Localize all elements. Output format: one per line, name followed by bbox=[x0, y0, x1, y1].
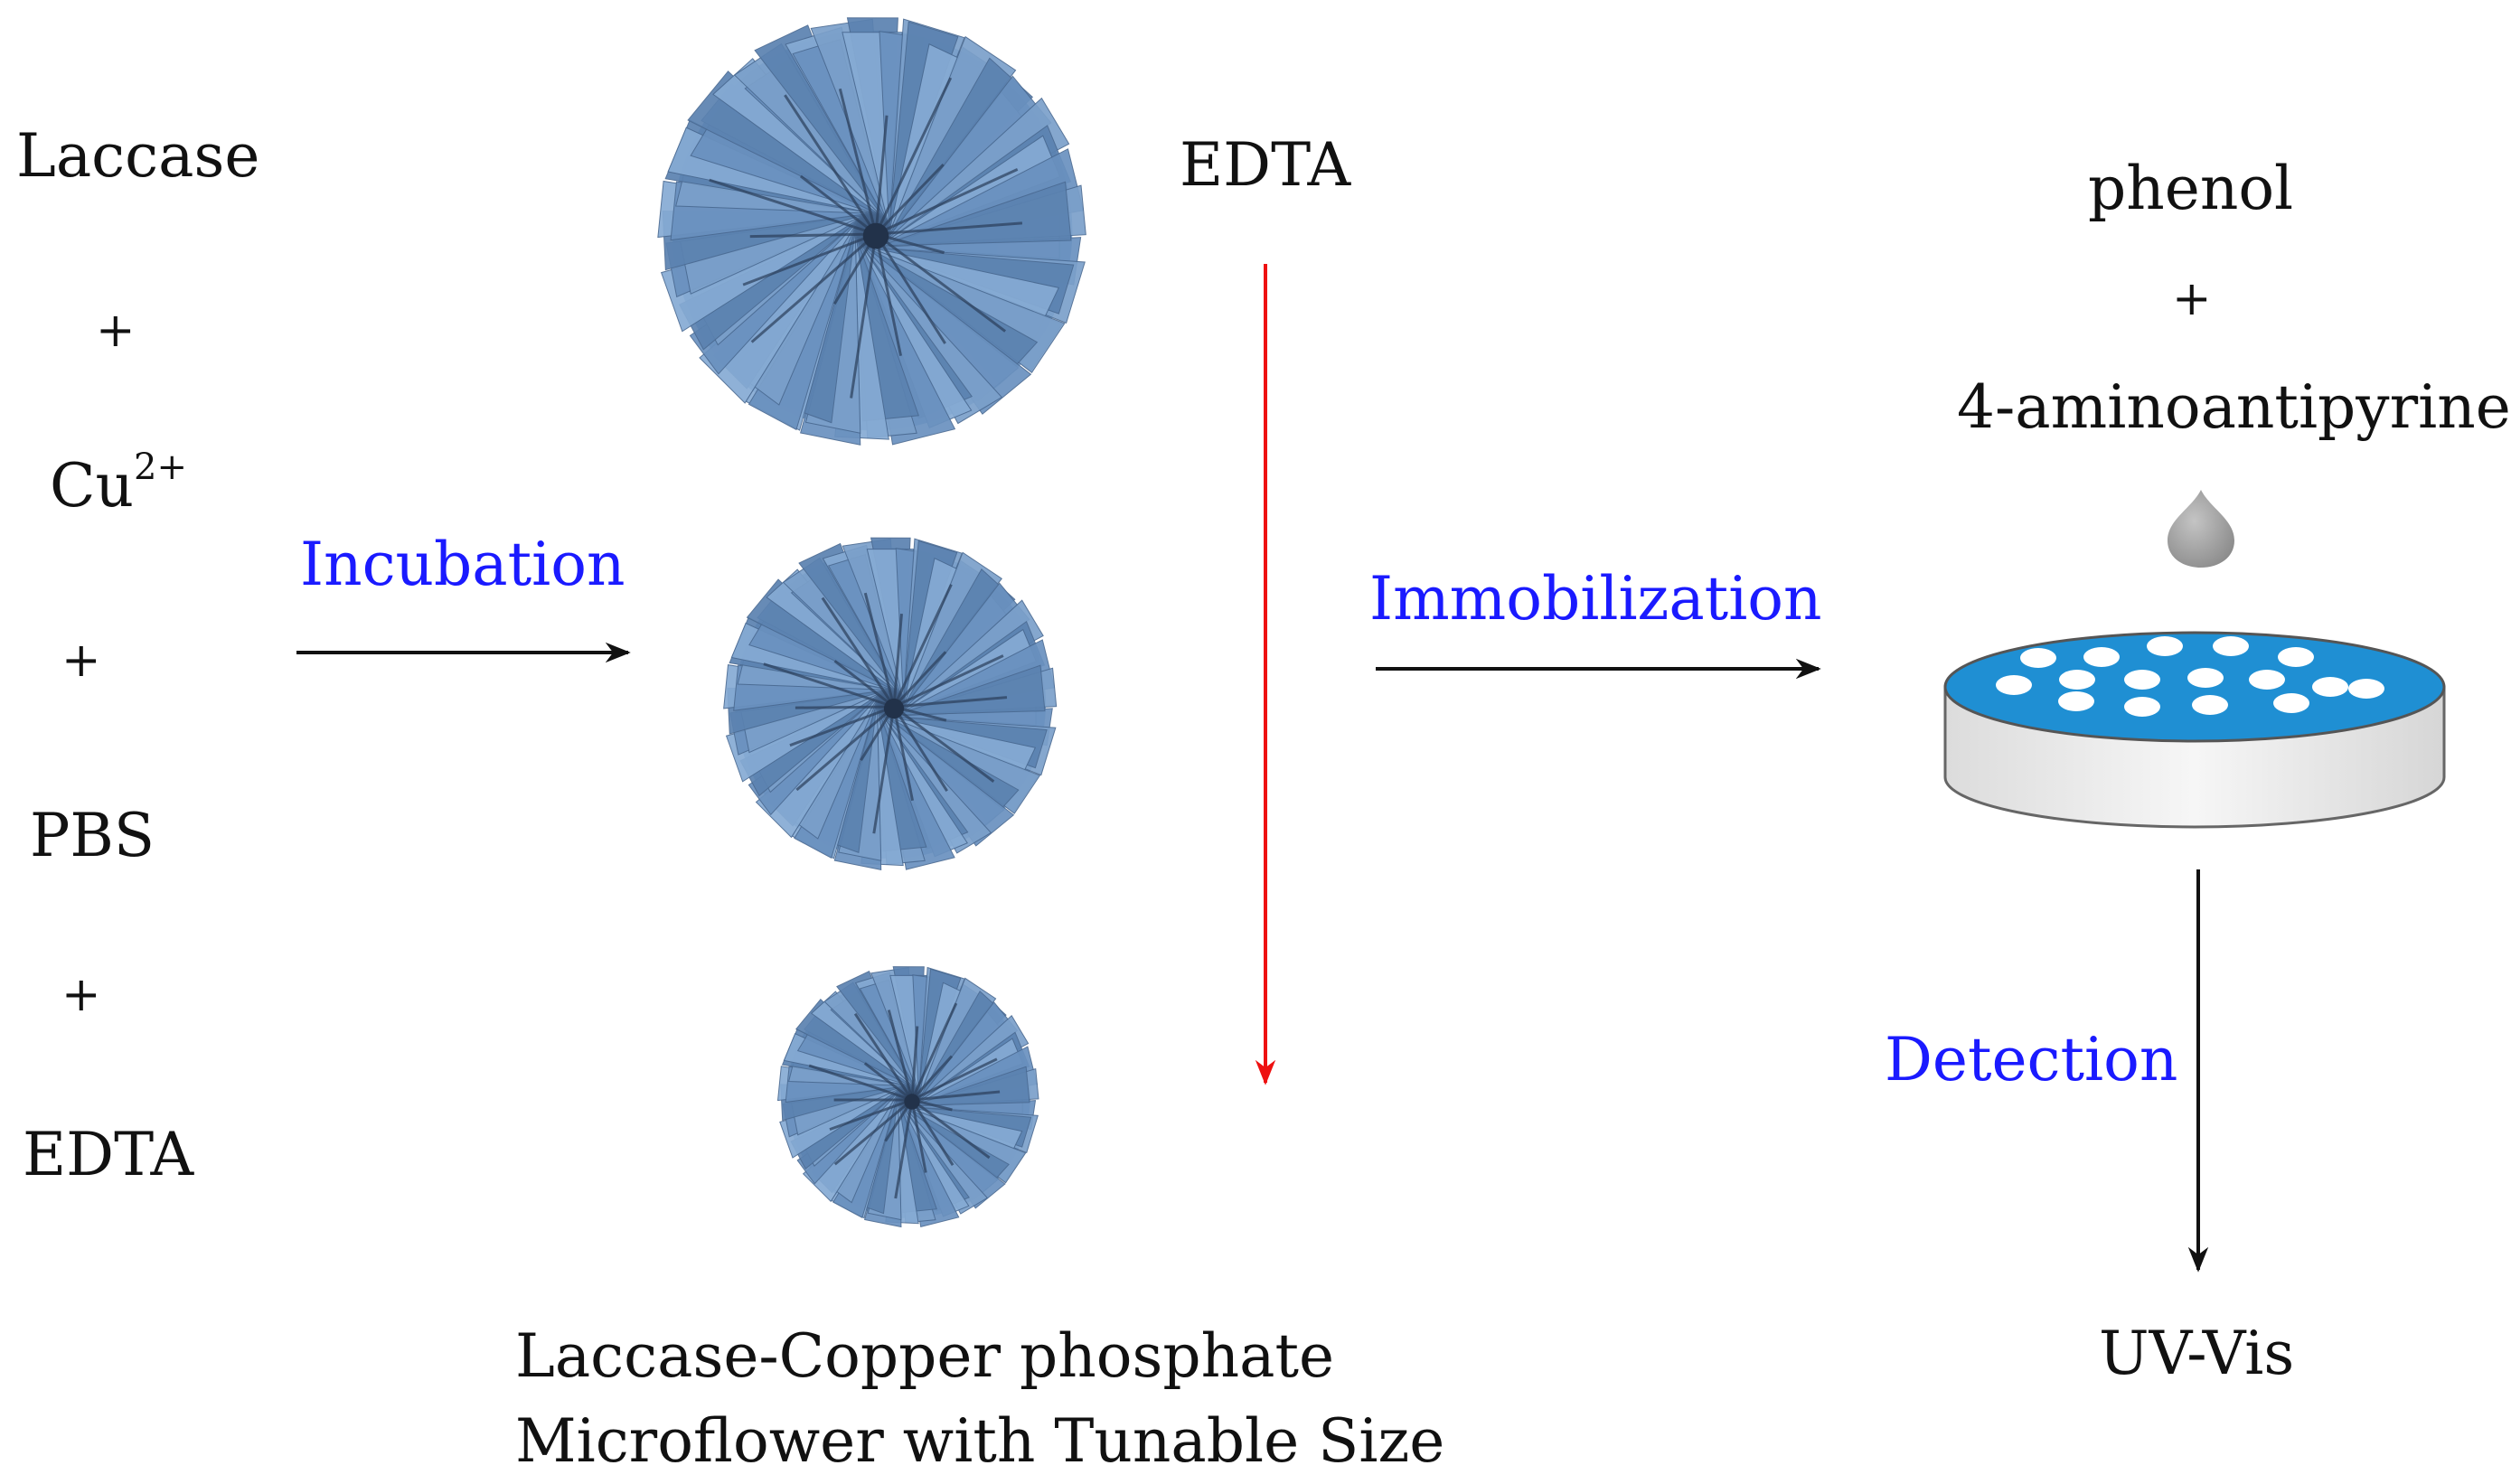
plus-sign: + bbox=[2172, 272, 2212, 326]
reagent-laccase: Laccase bbox=[16, 121, 260, 191]
plus-sign: + bbox=[61, 634, 101, 688]
microflower-large bbox=[657, 17, 1086, 446]
microflower-caption-line2: Microflower with Tunable Size bbox=[515, 1406, 1445, 1476]
edta-size-label: EDTA bbox=[1180, 130, 1351, 200]
flower-crease bbox=[874, 233, 903, 357]
flower-crease bbox=[893, 705, 995, 783]
flower-crease bbox=[910, 1026, 919, 1101]
flower-crease bbox=[910, 1002, 958, 1101]
flower-crease bbox=[894, 1099, 914, 1199]
flower-crease bbox=[795, 705, 895, 792]
plate-well bbox=[2058, 691, 2094, 711]
flower-crease bbox=[875, 232, 1007, 333]
reagent-copper-ion: Cu2+ bbox=[50, 449, 187, 516]
flower-crease bbox=[910, 1099, 955, 1167]
droplet-icon bbox=[2168, 490, 2234, 568]
flower-crease bbox=[833, 1098, 913, 1166]
flower-crease bbox=[795, 705, 895, 709]
flower-crease bbox=[789, 705, 895, 747]
reagent-edta: EDTA bbox=[23, 1120, 194, 1189]
flower-center bbox=[883, 698, 905, 719]
plate-well bbox=[2124, 670, 2160, 690]
flower-crease bbox=[850, 233, 878, 399]
flower-crease bbox=[874, 115, 889, 235]
flower-crease bbox=[892, 706, 914, 802]
flower-crease bbox=[821, 596, 896, 708]
flower-crease bbox=[892, 613, 903, 708]
flower-crease bbox=[808, 1064, 913, 1102]
plate-well bbox=[2187, 668, 2224, 688]
flower-crease bbox=[763, 662, 895, 709]
plate-well bbox=[2249, 670, 2285, 690]
flower-crease bbox=[838, 88, 878, 235]
flower-crease bbox=[875, 221, 1023, 236]
flower-crease bbox=[892, 584, 953, 708]
flower-crease bbox=[709, 178, 877, 236]
flower-crease bbox=[829, 1098, 913, 1132]
flower-crease bbox=[893, 696, 1008, 709]
plate-well bbox=[2312, 677, 2348, 697]
flower-crease bbox=[863, 1062, 913, 1102]
flower-crease bbox=[742, 232, 877, 286]
flower-crease bbox=[874, 77, 953, 235]
substrate-phenol: phenol bbox=[2088, 154, 2294, 223]
microflower-medium bbox=[723, 537, 1058, 871]
flower-crease bbox=[874, 233, 946, 344]
flower-crease bbox=[874, 164, 945, 236]
flower-center bbox=[862, 222, 889, 249]
reagent-pbs: PBS bbox=[30, 801, 155, 870]
flower-crease bbox=[887, 1010, 914, 1101]
plate-well bbox=[2278, 647, 2314, 667]
uv-vis-label: UV-Vis bbox=[2099, 1319, 2295, 1388]
step-detection-label: Detection bbox=[1885, 1025, 2178, 1094]
flower-crease bbox=[863, 592, 896, 708]
flower-crease bbox=[911, 1090, 1001, 1102]
flower-crease bbox=[892, 706, 948, 793]
flower-crease bbox=[833, 660, 895, 709]
flower-crease bbox=[911, 1098, 991, 1160]
flower-crease bbox=[749, 232, 877, 239]
microflower-caption-line1: Laccase-Copper phosphate bbox=[515, 1321, 1335, 1391]
plus-sign: + bbox=[96, 304, 136, 358]
plate-well bbox=[2059, 670, 2095, 690]
plate-well bbox=[1996, 675, 2032, 695]
plate-well bbox=[2124, 697, 2160, 717]
substrate-aminoantipyrine: 4-aminoantipyrine bbox=[1957, 372, 2511, 442]
flower-crease bbox=[910, 1055, 954, 1102]
plate-well bbox=[2020, 648, 2056, 668]
flower-crease bbox=[892, 651, 947, 709]
flower-crease bbox=[799, 174, 877, 236]
microflower-small bbox=[776, 966, 1039, 1228]
copper-charge: 2+ bbox=[134, 446, 187, 488]
flower-crease bbox=[893, 654, 1004, 709]
flower-crease bbox=[911, 1057, 998, 1102]
plate-well bbox=[2273, 693, 2309, 713]
step-immobilization-label: Immobilization bbox=[1369, 564, 1822, 634]
flower-crease bbox=[872, 706, 896, 834]
flower-crease bbox=[784, 94, 878, 235]
plate-well bbox=[2213, 636, 2249, 656]
flower-crease bbox=[875, 168, 1019, 236]
plus-sign: + bbox=[61, 968, 101, 1022]
copper-symbol: Cu bbox=[50, 451, 135, 521]
flower-crease bbox=[853, 1012, 914, 1101]
microplate-icon bbox=[1943, 631, 2446, 829]
flower-center bbox=[904, 1094, 920, 1110]
flower-crease bbox=[750, 232, 877, 343]
plate-well bbox=[2083, 647, 2120, 667]
plate-well bbox=[2147, 636, 2183, 656]
step-incubation-label: Incubation bbox=[300, 530, 625, 599]
flower-crease bbox=[910, 1099, 927, 1173]
plate-well bbox=[2192, 695, 2228, 715]
plate-well bbox=[2348, 679, 2384, 699]
